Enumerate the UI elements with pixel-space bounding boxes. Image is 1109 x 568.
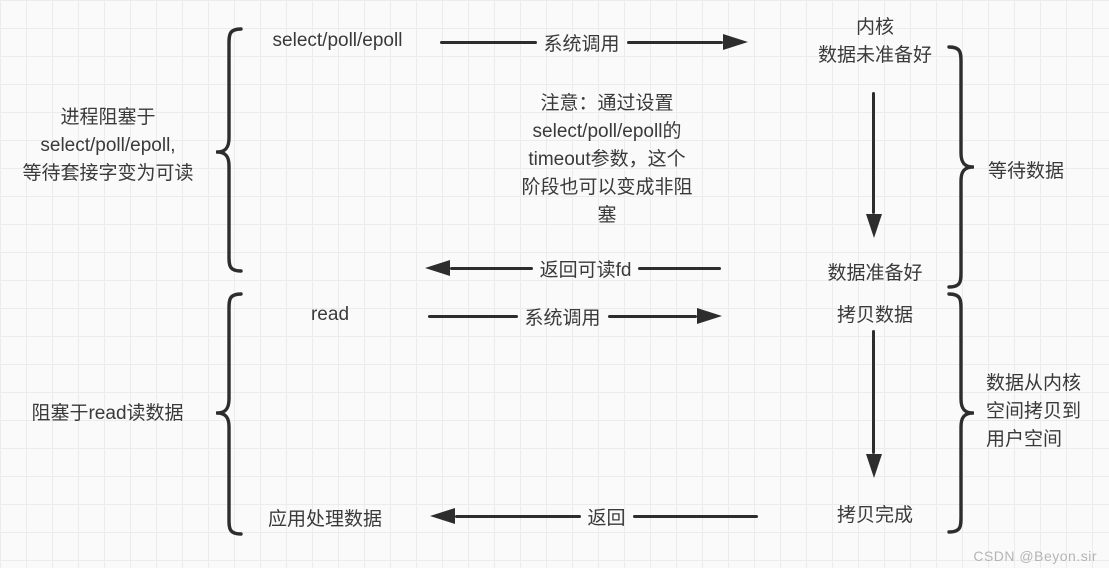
- blocked-on-read-label: 阻塞于read读数据: [31, 403, 184, 424]
- arrow-head-left-icon: [430, 508, 455, 524]
- wait-data-label: 等待数据: [988, 161, 1065, 182]
- return-arrow-label: 返回: [587, 507, 626, 529]
- right-brace-copy: [946, 291, 974, 535]
- arrow-line: [626, 40, 724, 44]
- return-fd-arrow: 返回可读fd: [425, 256, 722, 281]
- arrow-line: [428, 314, 518, 318]
- select-poll-epoll-label: select/poll/epoll: [272, 30, 403, 51]
- timeout-note-line: 阶段也可以变成非阻: [521, 177, 693, 198]
- copy-kernel-to-user-line: 用户空间: [986, 429, 1063, 450]
- timeout-note: 注意：通过设置 select/poll/epoll的 timeout参数，这个 …: [472, 90, 742, 230]
- arrow-head-right-icon: [723, 34, 749, 50]
- syscall-arrow-top: 系统调用: [440, 30, 749, 55]
- arrow-line: [450, 266, 533, 270]
- left-brace-read-phase: [216, 291, 244, 537]
- left-brace-select-phase: [216, 26, 244, 274]
- app-process-label: 应用处理数据: [267, 509, 382, 530]
- timeout-note-line: 塞: [597, 205, 617, 226]
- copy-kernel-to-user-label: 数据从内核 空间拷贝到 用户空间: [986, 370, 1106, 454]
- data-ready-label: 数据准备好: [827, 263, 923, 284]
- read-label: read: [310, 304, 350, 325]
- right-brace-wait-data: [946, 44, 974, 290]
- copy-done-label: 拷贝完成: [836, 505, 913, 526]
- kernel-state-line: 内核: [855, 17, 894, 38]
- timeout-note-line: 注意：通过设置: [540, 93, 674, 114]
- process-blocked-label: 进程阻塞于 select/poll/epoll, 等待套接字变为可读: [2, 104, 214, 188]
- timeout-note-line: timeout参数，这个: [528, 149, 686, 170]
- arrow-head-left-icon: [425, 260, 450, 276]
- kernel-state-line: 数据未准备好: [817, 45, 932, 66]
- syscall-arrow-read-label: 系统调用: [524, 307, 601, 329]
- arrow-line: [872, 92, 875, 214]
- process-blocked-line: select/poll/epoll,: [40, 135, 176, 156]
- wait-data-arrow: [865, 92, 882, 238]
- copy-kernel-to-user-line: 数据从内核: [986, 373, 1082, 394]
- syscall-arrow-read: 系统调用: [428, 304, 723, 329]
- timeout-note-line: select/poll/epoll的: [532, 121, 682, 142]
- process-blocked-line: 进程阻塞于: [60, 107, 156, 128]
- syscall-arrow-top-label: 系统调用: [543, 33, 620, 55]
- arrow-line: [440, 40, 537, 44]
- arrow-head-down-icon: [865, 214, 882, 238]
- arrow-line: [872, 330, 875, 454]
- arrow-head-right-icon: [697, 308, 723, 324]
- arrow-line: [632, 514, 759, 518]
- return-fd-arrow-label: 返回可读fd: [539, 259, 632, 281]
- copy-kernel-to-user-line: 空间拷贝到: [986, 401, 1082, 422]
- watermark: CSDN @Beyon.sir: [973, 548, 1097, 564]
- kernel-state-label: 内核 数据未准备好: [795, 14, 955, 70]
- arrow-head-down-icon: [865, 454, 882, 478]
- process-blocked-line: 等待套接字变为可读: [22, 163, 194, 184]
- copy-arrow: [865, 330, 882, 478]
- arrow-line: [638, 266, 722, 270]
- arrow-line: [455, 514, 581, 518]
- copy-data-label: 拷贝数据: [836, 305, 913, 326]
- return-arrow: 返回: [430, 504, 759, 529]
- arrow-line: [607, 314, 698, 318]
